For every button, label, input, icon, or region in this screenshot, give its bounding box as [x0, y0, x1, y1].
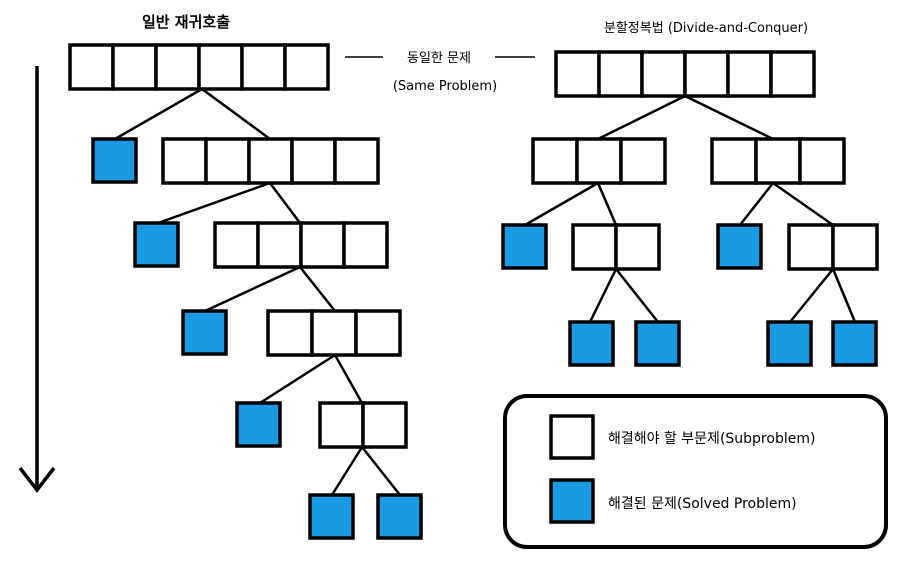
left-solved-node-2 — [133, 221, 180, 268]
tree-nodes — [68, 43, 879, 540]
tree-edge — [831, 268, 857, 323]
right-solved-node-5 — [766, 320, 813, 367]
left-subproblem-4-cell — [342, 221, 389, 269]
tree-edge — [259, 353, 336, 405]
left-subproblem-5-cell — [247, 137, 294, 185]
right-root-problem-cell — [769, 50, 816, 98]
right-root-problem-cell — [554, 50, 601, 98]
right-subproblem-left — [531, 137, 667, 185]
right-root-problem-cell — [683, 50, 730, 98]
right-subproblem-right-2-cell — [787, 223, 835, 271]
tree-edge — [684, 94, 774, 141]
left-subproblem-2-cell — [361, 401, 408, 449]
tree-edge — [361, 446, 401, 496]
right-subproblem-right-2-cell — [831, 223, 879, 271]
left-solved-node-6 — [376, 493, 423, 540]
left-root-problem-cell — [154, 43, 201, 91]
left-root-problem-cell — [111, 43, 158, 91]
left-subproblem-2 — [318, 401, 408, 449]
left-subproblem-3 — [266, 309, 402, 357]
tree-edge — [524, 181, 599, 227]
left-subproblem-3-cell — [266, 309, 314, 357]
left-root-problem-cell — [68, 43, 115, 91]
right-solved-node-2 — [568, 320, 615, 367]
tree-edge — [772, 181, 834, 227]
left-root-problem-cell — [197, 43, 244, 91]
right-subproblem-left-cell — [531, 137, 579, 185]
right-subproblem-left-2 — [571, 223, 661, 271]
left-subproblem-4 — [213, 221, 389, 269]
tree-edge — [299, 266, 336, 312]
left-solved-node-4 — [235, 401, 282, 448]
right-solved-node-6 — [831, 320, 878, 367]
recursion-direction-arrow — [18, 66, 56, 493]
right-subproblem-left-cell — [575, 137, 623, 185]
right-subproblem-right-cell — [798, 137, 846, 185]
tree-edge — [739, 182, 774, 226]
right-root-problem-cell — [640, 50, 687, 98]
left-subproblem-5-cell — [333, 137, 380, 185]
right-subproblem-right-2 — [787, 223, 879, 271]
left-subproblem-4-cell — [213, 221, 260, 269]
right-subproblem-right-cell — [710, 137, 758, 185]
tree-edge — [789, 268, 834, 323]
right-root-problem-cell — [726, 50, 773, 98]
legend-solved-label: 해결된 문제(Solved Problem) — [608, 496, 797, 512]
legend: 해결해야 할 부문제(Subproblem) 해결된 문제(Solved Pro… — [503, 394, 888, 549]
left-subproblem-4-cell — [256, 221, 303, 269]
tree-edge — [597, 94, 686, 141]
legend-solved-swatch — [549, 478, 595, 524]
left-subproblem-2-cell — [318, 401, 365, 449]
right-subproblem-left-cell — [619, 137, 667, 185]
right-title: 분할정복법 (Divide-and-Conquer) — [604, 21, 808, 36]
right-subproblem-left-2-cell — [614, 223, 661, 271]
tree-edges — [114, 87, 857, 496]
same-problem-label: 동일한 문제 — [407, 51, 471, 66]
left-solved-node-3 — [181, 309, 228, 356]
left-solved-node-5 — [308, 493, 355, 540]
right-solved-node-3 — [634, 320, 681, 367]
tree-edge — [114, 87, 203, 141]
right-subproblem-right — [710, 137, 846, 185]
tree-edge — [596, 182, 618, 226]
left-subproblem-5-cell — [204, 137, 251, 185]
tree-edge — [201, 87, 271, 141]
left-subproblem-5-cell — [290, 137, 337, 185]
right-subproblem-left-2-cell — [571, 223, 618, 271]
tree-edge — [615, 268, 659, 323]
legend-unsolved-label: 해결해야 할 부문제(Subproblem) — [608, 431, 815, 447]
left-root-problem-cell — [283, 43, 330, 91]
left-subproblem-5-cell — [161, 137, 208, 185]
left-root-problem-cell — [240, 43, 287, 91]
right-root-problem-cell — [597, 50, 644, 98]
tree-edge — [157, 181, 271, 225]
left-subproblem-5 — [161, 137, 380, 185]
legend-frame — [503, 394, 888, 549]
tree-edge — [333, 354, 364, 404]
tree-edge — [588, 268, 618, 323]
right-solved-node-1 — [501, 223, 548, 270]
tree-edge — [269, 182, 301, 224]
legend-unsolved-swatch — [549, 414, 595, 460]
left-subproblem-3-cell — [354, 309, 402, 357]
tree-edge — [204, 265, 301, 313]
right-solved-node-4 — [716, 223, 763, 270]
left-root-problem — [68, 43, 330, 91]
tree-edge — [330, 446, 364, 496]
left-subproblem-3-cell — [310, 309, 358, 357]
same-problem-label-en: (Same Problem) — [393, 79, 497, 94]
left-subproblem-4-cell — [299, 221, 346, 269]
right-root-problem — [554, 50, 816, 98]
left-title: 일반 재귀호출 — [142, 13, 230, 31]
left-solved-node-1 — [91, 137, 138, 184]
right-subproblem-right-cell — [754, 137, 802, 185]
